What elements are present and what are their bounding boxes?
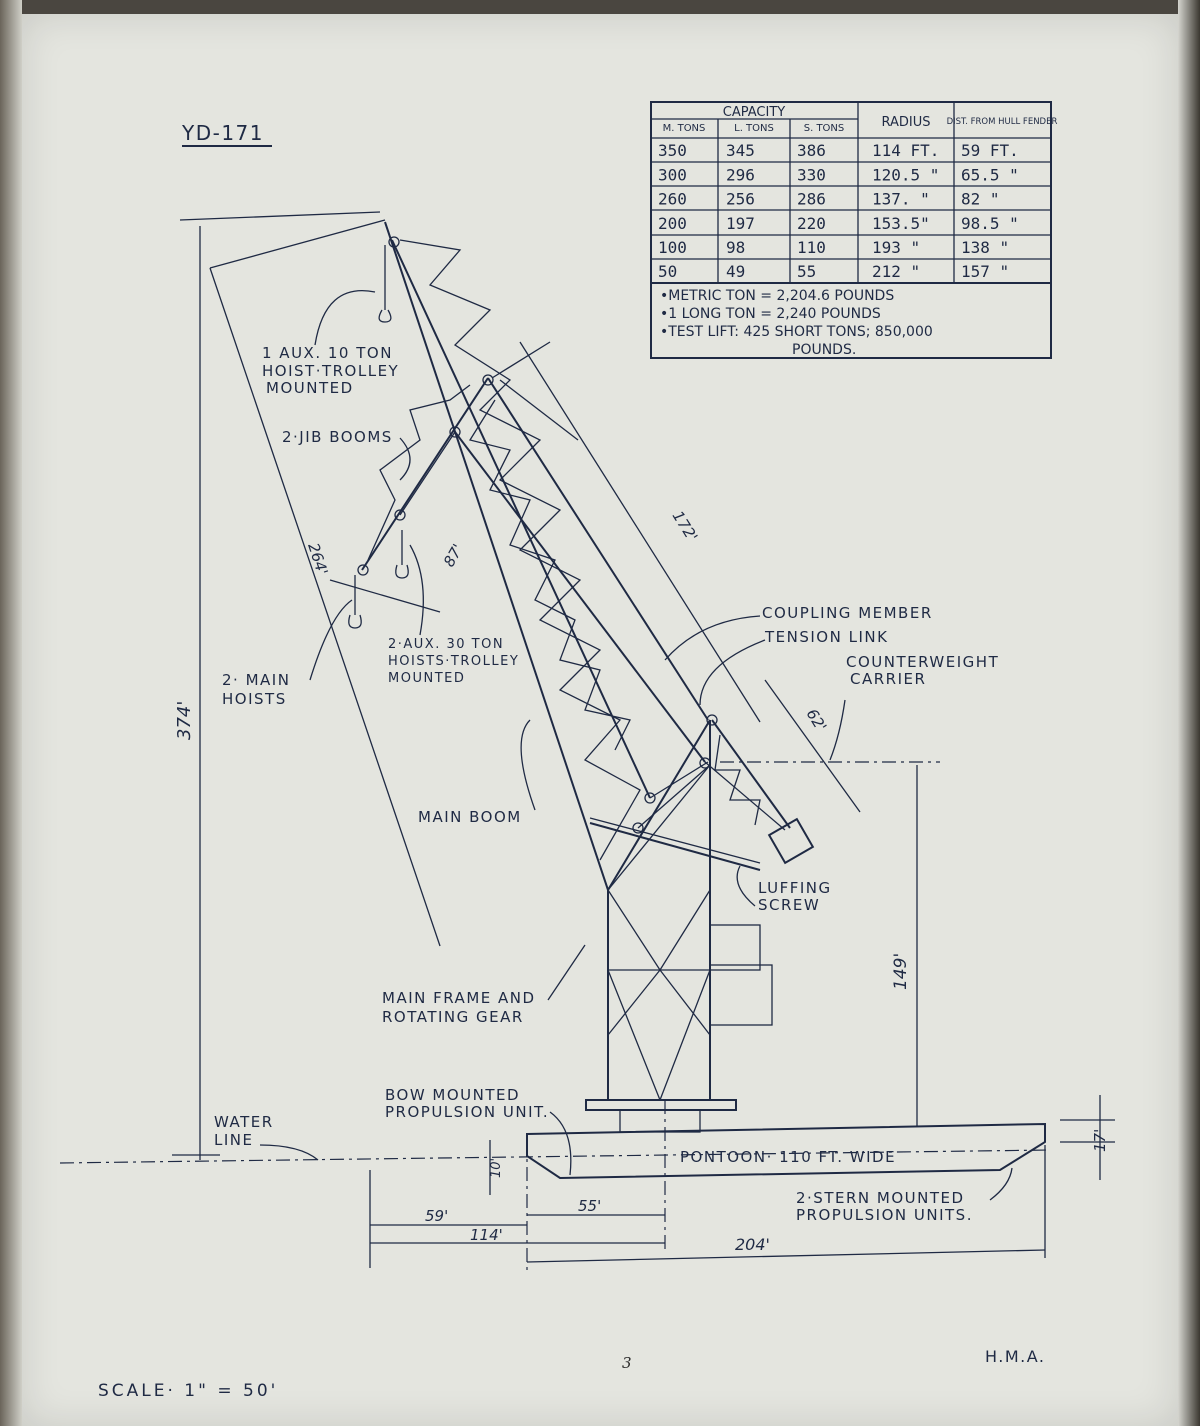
dim-17: 17'	[1091, 1129, 1109, 1152]
table-cell: 59 FT.	[961, 141, 1019, 160]
label-aux-hoist-line1: 1 AUX. 10 TON	[262, 344, 393, 362]
table-cell: 100	[658, 238, 687, 257]
leader-lines	[259, 290, 1013, 1201]
table-cell: 350	[658, 141, 687, 160]
label-bow-line2: PROPULSION UNIT.	[385, 1103, 549, 1121]
dim-10: 10'	[489, 1158, 504, 1178]
initials: H.M.A.	[985, 1347, 1045, 1366]
table-cell: 200	[658, 214, 687, 233]
table-cell: 256	[726, 190, 755, 209]
header-radius: RADIUS	[881, 115, 930, 130]
table-cell: 114 FT.	[872, 141, 939, 160]
label-luffing-line1: LUFFING	[758, 879, 832, 897]
header-stons: S. TONS	[804, 123, 845, 134]
dim-172: 172'	[669, 508, 702, 545]
table-cell: 345	[726, 141, 755, 160]
table-cell: 286	[797, 190, 826, 209]
pontoon	[526, 1099, 1046, 1180]
dimension-lines	[172, 211, 1115, 1270]
label-aux-hoist-line3: MOUNTED	[266, 379, 354, 397]
capacity-table: CAPACITY M. TONS L. TONS S. TONS RADIUS …	[650, 101, 1058, 359]
table-cell: 98	[726, 238, 745, 257]
table-cell: 260	[658, 190, 687, 209]
label-aux30-line2: HOISTS·TROLLEY	[388, 654, 519, 669]
label-counterweight-line1: COUNTERWEIGHT	[846, 653, 999, 671]
table-cell: 330	[797, 165, 826, 184]
label-coupling-member: COUPLING MEMBER	[762, 604, 933, 622]
water-line	[59, 1149, 1051, 1164]
table-cell: 55	[797, 262, 816, 281]
label-aux30-line3: MOUNTED	[388, 671, 465, 686]
label-luffing-line2: SCREW	[758, 896, 820, 914]
table-cell: 82 "	[961, 190, 1000, 209]
label-stern-line2: PROPULSION UNITS.	[796, 1206, 973, 1224]
dim-87: 87'	[440, 541, 467, 570]
table-cell: 300	[658, 165, 687, 184]
table-rows: 350 345 386 114 FT. 59 FT. 300 296 330 120.5 " 65…	[658, 141, 1019, 281]
book-edge	[1178, 0, 1200, 1426]
dim-149: 149'	[891, 953, 911, 990]
header-ltons: L. TONS	[734, 123, 774, 134]
table-cell: 50	[658, 262, 677, 281]
table-cell: 197	[726, 214, 755, 233]
label-stern-line1: 2·STERN MOUNTED	[796, 1189, 965, 1207]
label-main-frame-line1: MAIN FRAME AND	[382, 989, 536, 1007]
label-main-frame-line2: ROTATING GEAR	[382, 1008, 524, 1026]
label-jib-booms: 2·JIB BOOMS	[282, 428, 393, 446]
table-cell: 386	[797, 141, 826, 160]
table-cell: 120.5 "	[872, 165, 939, 184]
note-pounds: POUNDS.	[792, 342, 856, 358]
note-long: •1 LONG TON = 2,240 POUNDS	[660, 306, 881, 322]
dim-62: 62'	[803, 706, 831, 735]
table-cell: 65.5 "	[961, 165, 1019, 184]
dim-374: 374'	[174, 701, 195, 740]
table-cell: 157 "	[961, 262, 1009, 281]
label-main-hoists-line2: HOISTS	[222, 690, 287, 708]
table-cell: 153.5"	[872, 214, 930, 233]
dim-204: 204'	[735, 1235, 770, 1254]
table-cell: 296	[726, 165, 755, 184]
dim-59: 59'	[425, 1207, 448, 1225]
page-number: 3	[622, 1354, 632, 1372]
scale-note: SCALE· 1" = 50'	[98, 1381, 278, 1401]
table-cell: 110	[797, 238, 826, 257]
table-cell: 137. "	[872, 190, 930, 209]
note-test: •TEST LIFT: 425 SHORT TONS; 850,000	[660, 324, 933, 340]
table-cell: 220	[797, 214, 826, 233]
header-dist: DIST. FROM HULL FENDER	[947, 117, 1058, 127]
label-water-line1: WATER	[214, 1113, 274, 1131]
label-pontoon: PONTOON· 110 FT. WIDE	[680, 1148, 896, 1166]
label-water-line2: LINE	[214, 1131, 253, 1149]
jib-booms	[348, 374, 709, 763]
label-main-boom: MAIN BOOM	[418, 808, 522, 826]
table-cell: 49	[726, 262, 745, 281]
drawing-title: YD-171	[181, 121, 264, 145]
label-bow-line1: BOW MOUNTED	[385, 1086, 520, 1104]
table-cell: 98.5 "	[961, 214, 1019, 233]
dim-55: 55'	[578, 1197, 601, 1215]
capacity-header: CAPACITY	[723, 105, 785, 120]
label-counterweight-line2: CARRIER	[850, 670, 926, 688]
note-metric: •METRIC TON = 2,204.6 POUNDS	[660, 288, 894, 304]
table-cell: 193 "	[872, 238, 920, 257]
document-page	[22, 14, 1178, 1426]
book-binding	[0, 0, 22, 1426]
table-cell: 138 "	[961, 238, 1009, 257]
table-cell: 212 "	[872, 262, 920, 281]
main-frame	[607, 719, 773, 1101]
label-aux30-line1: 2·AUX. 30 TON	[388, 637, 504, 652]
header-mtons: M. TONS	[663, 123, 706, 134]
counterweight-arm	[589, 714, 815, 871]
label-main-hoists-line1: 2· MAIN	[222, 671, 290, 689]
label-tension-link: TENSION LINK	[764, 628, 888, 646]
dim-114: 114'	[470, 1226, 503, 1244]
label-aux-hoist-line2: HOIST·TROLLEY	[262, 362, 399, 380]
main-boom	[378, 221, 651, 891]
